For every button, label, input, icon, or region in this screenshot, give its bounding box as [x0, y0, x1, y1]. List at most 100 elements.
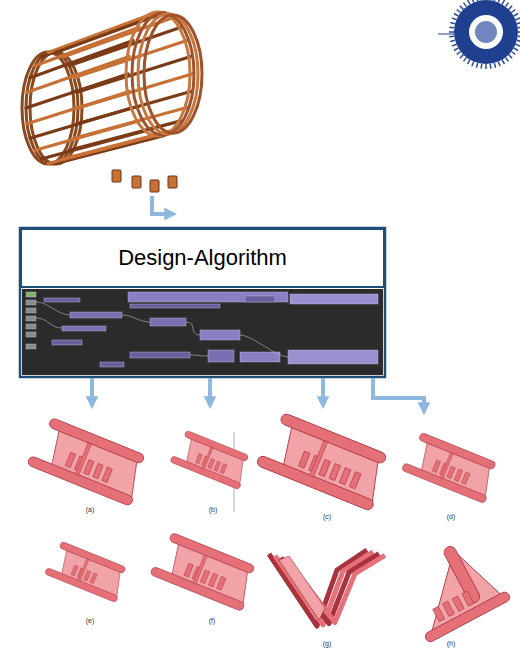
script-component — [62, 326, 106, 331]
stator-tooth — [498, 0, 500, 2]
hairpin-fin — [193, 555, 207, 584]
winding-bar — [30, 40, 133, 77]
flow-arrow — [208, 378, 212, 404]
stator-tooth — [450, 40, 455, 41]
script-component — [70, 312, 122, 318]
box-title: Design-Algorithm — [118, 245, 287, 271]
winding-ring — [138, 14, 198, 134]
hairpin-tube — [424, 590, 512, 643]
script-component — [130, 352, 190, 358]
script-component — [26, 332, 36, 337]
winding-ring — [132, 13, 194, 135]
stator-icon — [438, 0, 520, 69]
stator-tooth — [472, 62, 474, 67]
hairpin-fin — [440, 453, 453, 479]
hairpin-fin — [310, 441, 328, 478]
hairpin-tube — [279, 412, 387, 464]
winding-bar — [27, 91, 129, 123]
script-wire — [190, 355, 208, 356]
script-component — [130, 304, 220, 308]
stator-tooth — [494, 63, 495, 68]
winding-ring — [144, 15, 202, 133]
stator-bore — [469, 15, 503, 49]
hairpin-tooth — [349, 472, 361, 489]
hairpin-tooth — [462, 591, 474, 606]
hairpin-tooth — [452, 596, 464, 611]
hairpin-tooth — [208, 573, 217, 587]
hairpin-tooth — [462, 472, 470, 484]
stator-tooth — [516, 44, 520, 46]
stator-tooth — [480, 64, 482, 69]
stator-tooth — [460, 6, 464, 10]
stator-tooth — [485, 64, 487, 69]
hairpin-fin — [78, 559, 89, 582]
figure-label: (e) — [86, 617, 95, 624]
hairpin-tooth — [196, 453, 203, 463]
script-wire — [36, 318, 62, 328]
hairpin-tooth — [217, 577, 226, 591]
stator-tooth — [517, 22, 520, 23]
stator-tooth — [516, 18, 520, 20]
stator-tooth — [514, 48, 518, 51]
script-component — [26, 308, 36, 313]
script-component — [26, 344, 36, 349]
hairpin-rendering — [27, 415, 150, 506]
hairpin-rendering — [150, 531, 260, 612]
hairpin-tooth — [200, 570, 209, 584]
stator-tooth — [454, 48, 458, 51]
script-component — [52, 340, 82, 345]
stator-tooth — [514, 14, 518, 17]
script-wire — [36, 302, 70, 315]
winding-terminal — [168, 176, 177, 188]
hairpin-renderings — [27, 410, 511, 643]
script-component — [44, 298, 80, 302]
hairpin-rendering — [401, 431, 500, 504]
stator-tooth — [468, 60, 471, 64]
script-component — [245, 296, 275, 302]
stator-tooth — [511, 9, 515, 12]
hairpin-tooth — [214, 461, 221, 471]
flow-arrow — [152, 196, 172, 214]
winding-bar — [48, 135, 155, 163]
stator-tooth — [472, 0, 474, 2]
hairpin-tooth — [447, 466, 455, 478]
script-component — [26, 292, 36, 297]
process-box: Design-Algorithm — [20, 228, 385, 288]
winding-terminal — [150, 180, 159, 192]
stator-tooth — [518, 31, 520, 33]
stator-tooth — [502, 0, 505, 4]
hairpin-tooth — [454, 469, 462, 481]
hairpin-tube — [442, 544, 482, 604]
hairpin-tooth — [339, 468, 351, 485]
hairpin-tooth — [65, 452, 75, 467]
hairpin-tooth — [90, 573, 97, 584]
script-component — [288, 350, 378, 364]
stator-tooth — [509, 6, 513, 10]
hairpin-tooth — [84, 460, 94, 475]
stator-tooth — [518, 26, 520, 28]
hairpin-tube — [48, 417, 145, 464]
script-component — [26, 300, 36, 305]
hairpin-tooth — [102, 467, 112, 482]
stator-tooth — [517, 40, 520, 41]
hairpin-tooth — [432, 460, 440, 472]
winding-terminal — [132, 176, 141, 188]
stator-tooth — [463, 57, 466, 61]
hairpin-tooth — [329, 464, 341, 481]
hairpin-tooth — [443, 601, 455, 616]
stator-tooth — [489, 64, 491, 69]
stator-body — [454, 0, 518, 64]
hairpin-tube — [169, 532, 255, 574]
screenshot-canvas — [22, 289, 383, 375]
stator-tooth — [460, 55, 464, 59]
hairpin-rendering — [393, 532, 512, 643]
hairpin-rendering — [44, 540, 129, 603]
figure-label: (c) — [323, 513, 331, 520]
script-component — [26, 324, 36, 329]
figure-label: (h) — [447, 640, 456, 647]
hairpin-tube — [59, 541, 126, 573]
stator-tooth — [505, 57, 508, 61]
